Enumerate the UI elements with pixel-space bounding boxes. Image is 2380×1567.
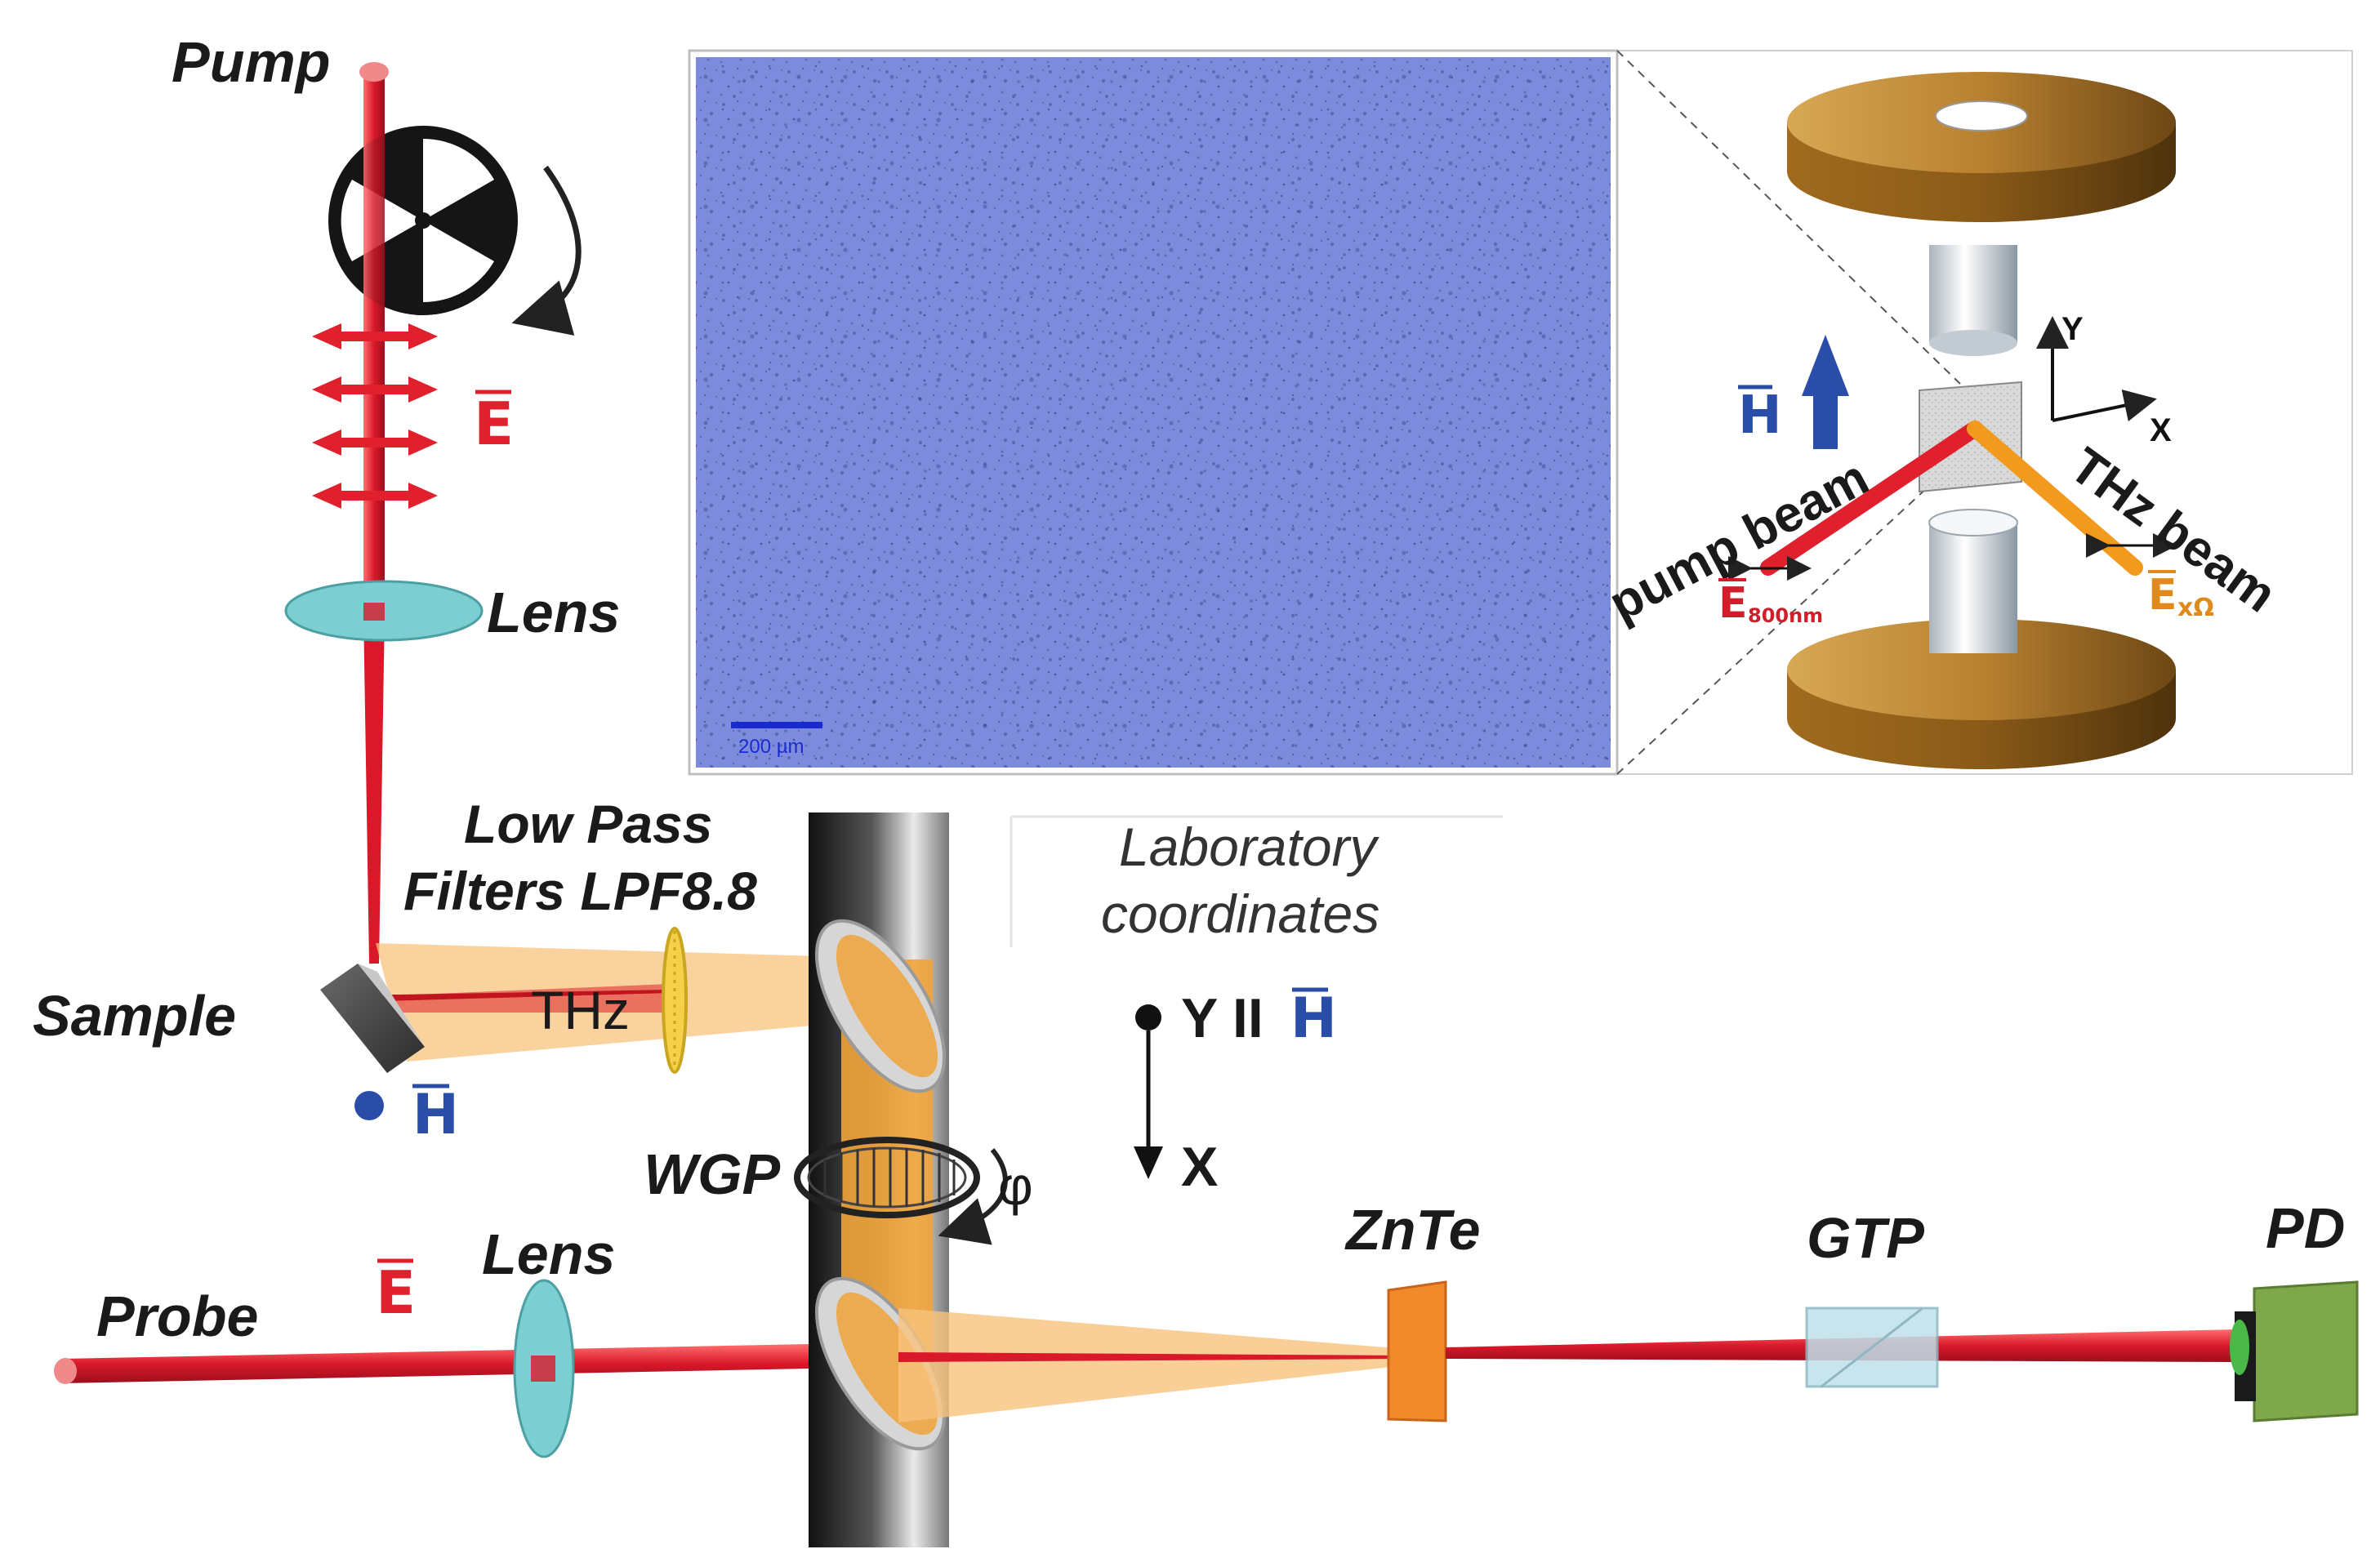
lab-coordinates-line2: coordinates — [1101, 884, 1379, 944]
wire-grid-polarizer — [794, 1137, 980, 1218]
wgp-label: WGP — [644, 1142, 781, 1206]
sample-mount — [320, 964, 425, 1073]
magnet-top — [1787, 72, 2176, 222]
sample-h-dot — [354, 1091, 384, 1120]
probe-e-field-label: E — [376, 1258, 416, 1327]
thz-label: THz — [531, 980, 630, 1040]
probe-beam — [62, 1344, 809, 1383]
wgp-rotation-arrow — [938, 1148, 1008, 1245]
optical-chopper — [328, 126, 518, 315]
gtp-label: GTP — [1807, 1206, 1924, 1270]
inset-y-label: Y — [2061, 311, 2084, 347]
lab-y-dot — [1135, 1004, 1161, 1031]
inset-exo-label: E — [2148, 571, 2177, 620]
lab-x-label: X — [1181, 1136, 1218, 1198]
inset-frame — [1617, 50, 2353, 775]
chopper-rotation-arrow — [511, 165, 582, 336]
pump-e-field-label: E — [474, 390, 514, 458]
pump-focus-cone — [363, 611, 385, 964]
thz-focus-cone — [898, 1308, 1405, 1422]
pole-piece-bottom — [1928, 509, 2018, 653]
wgp-phi-label: φ — [998, 1155, 1033, 1216]
lens-top-label: Lens — [487, 581, 620, 644]
inset-h-label: H — [1738, 385, 1782, 446]
magnet-bottom — [1787, 619, 2176, 769]
inset-h-arrow — [1802, 335, 1849, 449]
inset-x-label: X — [2150, 412, 2172, 448]
scale-bar-label: 200 µm — [738, 736, 804, 758]
inset-x-axis — [2052, 389, 2157, 422]
lab-y-label: Y II — [1181, 987, 1264, 1049]
znte-crystal — [1387, 1280, 1447, 1422]
inset-pump-beam — [1760, 421, 1983, 576]
probe-label: Probe — [96, 1284, 258, 1348]
pump-polarization-arrows — [312, 323, 438, 509]
parabolic-mirror-top — [814, 919, 947, 1093]
photodiode — [2230, 1280, 2359, 1422]
inset-e800-label: E — [1718, 579, 1748, 628]
lab-coordinates-line1: Laboratory — [1119, 817, 1380, 877]
inset-exo-sub: xΩ — [2177, 594, 2214, 622]
lens-bottom-label: Lens — [482, 1222, 615, 1286]
glan-taylor-prism — [1805, 1307, 1939, 1388]
low-pass-filter — [662, 927, 688, 1074]
znte-label: ZnTe — [1344, 1198, 1481, 1262]
sample-h-label: H — [412, 1083, 459, 1147]
pump-label: Pump — [172, 30, 330, 94]
lab-h-label: H — [1290, 986, 1337, 1051]
pole-piece-top — [1929, 245, 2017, 356]
pd-label: PD — [2266, 1196, 2345, 1260]
sample-label: Sample — [33, 984, 236, 1048]
scale-bar — [731, 722, 822, 728]
zoom-guide-line-bottom — [1616, 456, 1961, 775]
inset-e800-sub: 800nm — [1748, 604, 1823, 627]
low-pass-line1: Low Pass — [464, 794, 712, 854]
zoom-guide-line-top — [1616, 50, 1961, 385]
low-pass-line2: Filters LPF8.8 — [403, 861, 757, 921]
